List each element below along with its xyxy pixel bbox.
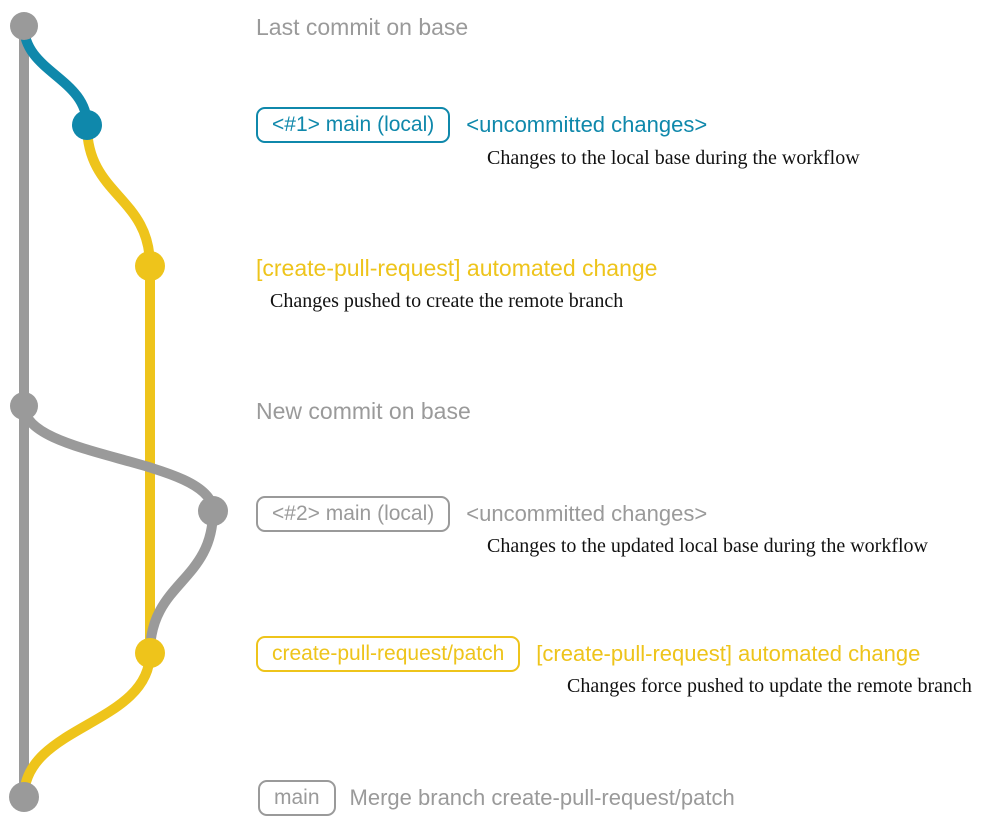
headline-automated-change-1: [create-pull-request] automated change [256,255,658,281]
local-commit-node-2 [198,496,228,526]
tag-local-main-2[interactable]: <#2> main (local) [256,496,451,532]
headline-last-commit-on-base: Last commit on base [256,14,469,40]
base-commit-node-2 [10,392,38,420]
automated-commit-node-1 [135,251,165,281]
automated-commit-node-2 [135,638,165,668]
subject-automated-change-2: [create-pull-request] automated change [536,641,921,666]
tag-create-pull-request-patch[interactable]: create-pull-request/patch [256,636,521,672]
tag-main[interactable]: main [258,780,336,816]
merge-commit-node [9,782,39,812]
note-local-change-1: Changes to the local base during the wor… [487,147,860,169]
commit-nodes [9,12,228,812]
subject-uncommitted-changes-1: <uncommitted changes> [466,112,708,137]
edge-automated-2-to-merge [19,648,155,802]
entry-local-change-1: <#1> main (local) <uncommitted changes> [256,107,707,143]
entry-merge-commit: main Merge branch create-pull-request/pa… [258,780,735,816]
tag-local-main-1[interactable]: <#1> main (local) [256,107,451,143]
note-automated-change-1: Changes pushed to create the remote bran… [270,290,624,312]
edge-base-new-to-local-2 [19,401,218,516]
headline-new-commit-on-base: New commit on base [256,398,471,424]
subject-uncommitted-changes-2: <uncommitted changes> [466,501,708,526]
entry-local-change-2: <#2> main (local) <uncommitted changes> [256,496,707,532]
local-commit-node-1 [72,110,102,140]
base-commit-node [10,12,38,40]
entry-automated-change-2: create-pull-request/patch [create-pull-r… [256,636,920,672]
note-local-change-2: Changes to the updated local base during… [487,535,928,557]
note-automated-change-2: Changes force pushed to update the remot… [567,675,972,697]
edge-local-1-to-automated-1 [82,120,155,271]
edge-local-2-to-automated-2 [145,506,218,658]
subject-merge-commit: Merge branch create-pull-request/patch [349,785,735,810]
